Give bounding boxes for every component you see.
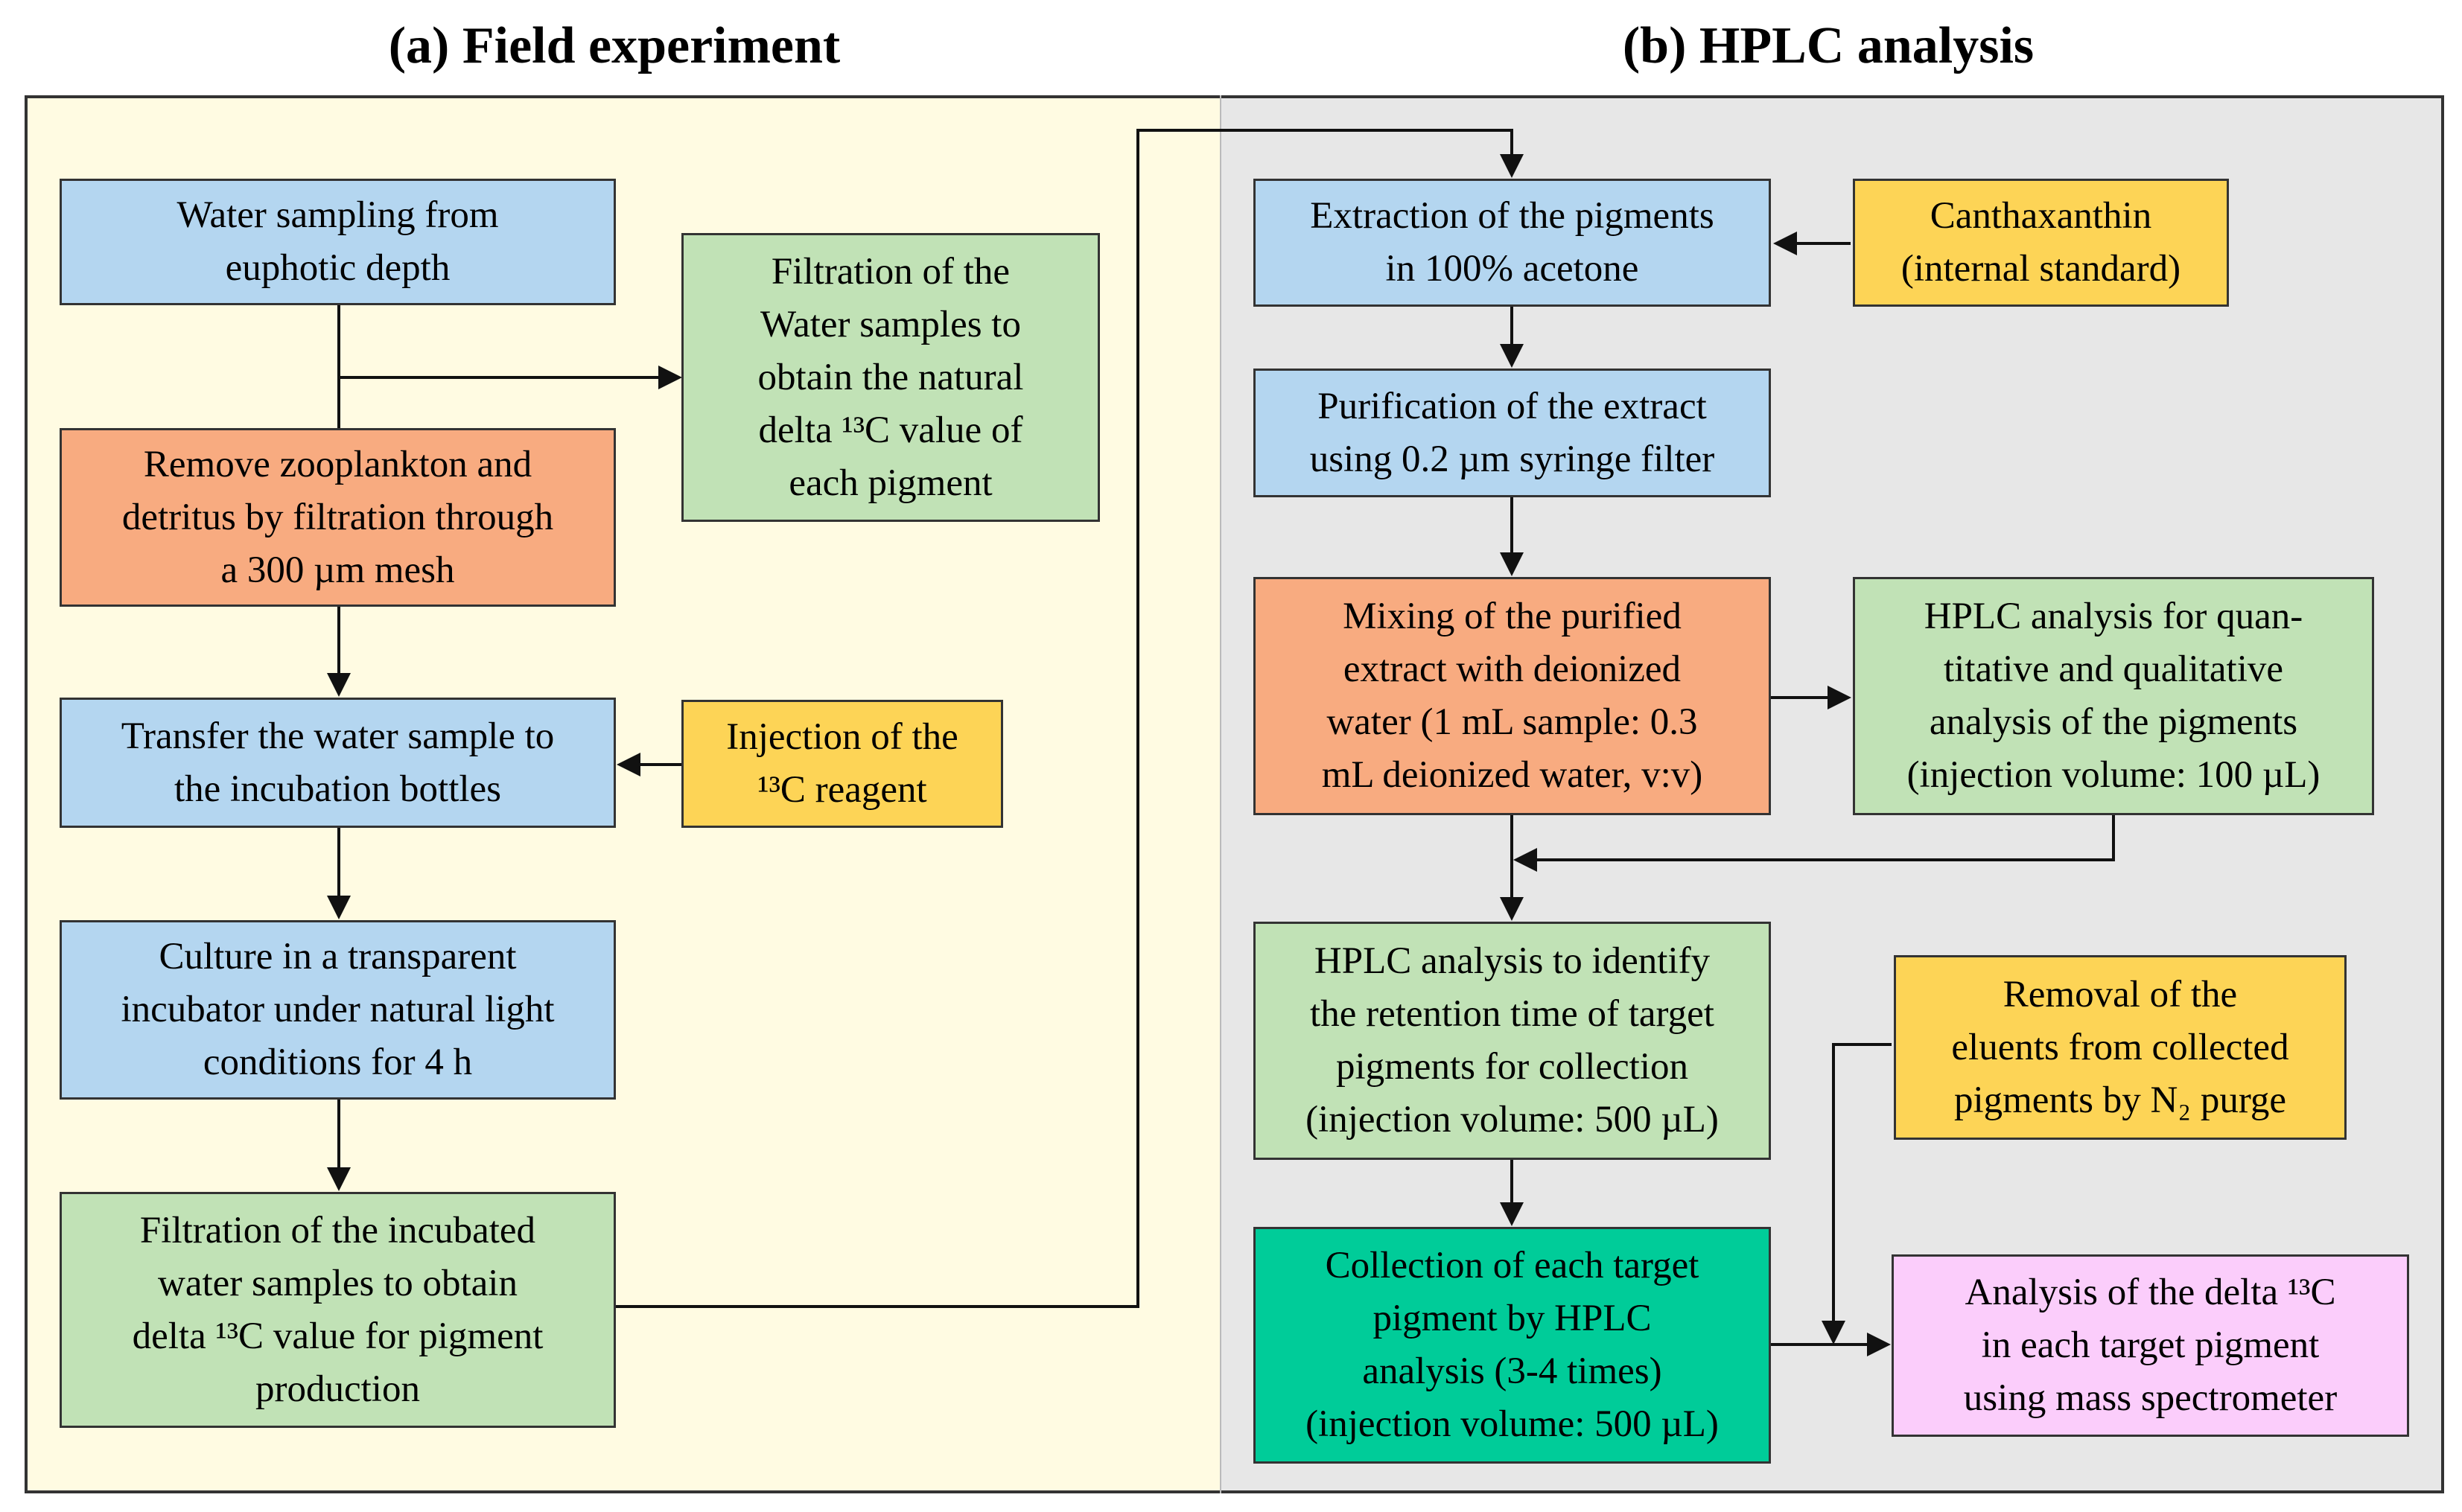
box-culture: Culture in a transparent incubator under… — [60, 920, 616, 1100]
arrow-removal-to-analysis — [1822, 1043, 1892, 1344]
box-transfer-sample: Transfer the water sample to the incubat… — [60, 698, 616, 828]
box-remove-zooplankton: Remove zooplankton and detritus by filtr… — [60, 428, 616, 607]
box-injection-reagent: Injection of the ¹³C reagent — [681, 700, 1003, 828]
box-mixing: Mixing of the purified extract with deio… — [1253, 577, 1771, 815]
box-removal-eluents: Removal of the eluents from collected pi… — [1894, 955, 2347, 1140]
box-filtration-incubated: Filtration of the incubated water sample… — [60, 1192, 616, 1428]
box-filtration-natural: Filtration of the Water samples to obtai… — [681, 233, 1100, 522]
panel-divider — [1220, 95, 1221, 1493]
box-water-sampling: Water sampling from euphotic depth — [60, 179, 616, 305]
arrow-hplc-quant-return — [1513, 815, 2115, 872]
box-extraction: Extraction of the pigments in 100% aceto… — [1253, 179, 1771, 307]
panel-b-title: (b) HPLC analysis — [1622, 17, 2035, 74]
box-analysis-delta: Analysis of the delta ¹³C in each target… — [1892, 1254, 2409, 1437]
box-canthaxanthin: Canthaxanthin (internal standard) — [1853, 179, 2229, 307]
box-collection: Collection of each target pigment by HPL… — [1253, 1227, 1771, 1464]
arrow-filtration-to-extraction — [616, 129, 1524, 1308]
box-hplc-quant: HPLC analysis for quan- titative and qua… — [1853, 577, 2374, 815]
panel-a-title: (a) Field experiment — [388, 17, 841, 74]
box-purification: Purification of the extract using 0.2 µm… — [1253, 369, 1771, 497]
box-hplc-identify: HPLC analysis to identify the retention … — [1253, 922, 1771, 1160]
